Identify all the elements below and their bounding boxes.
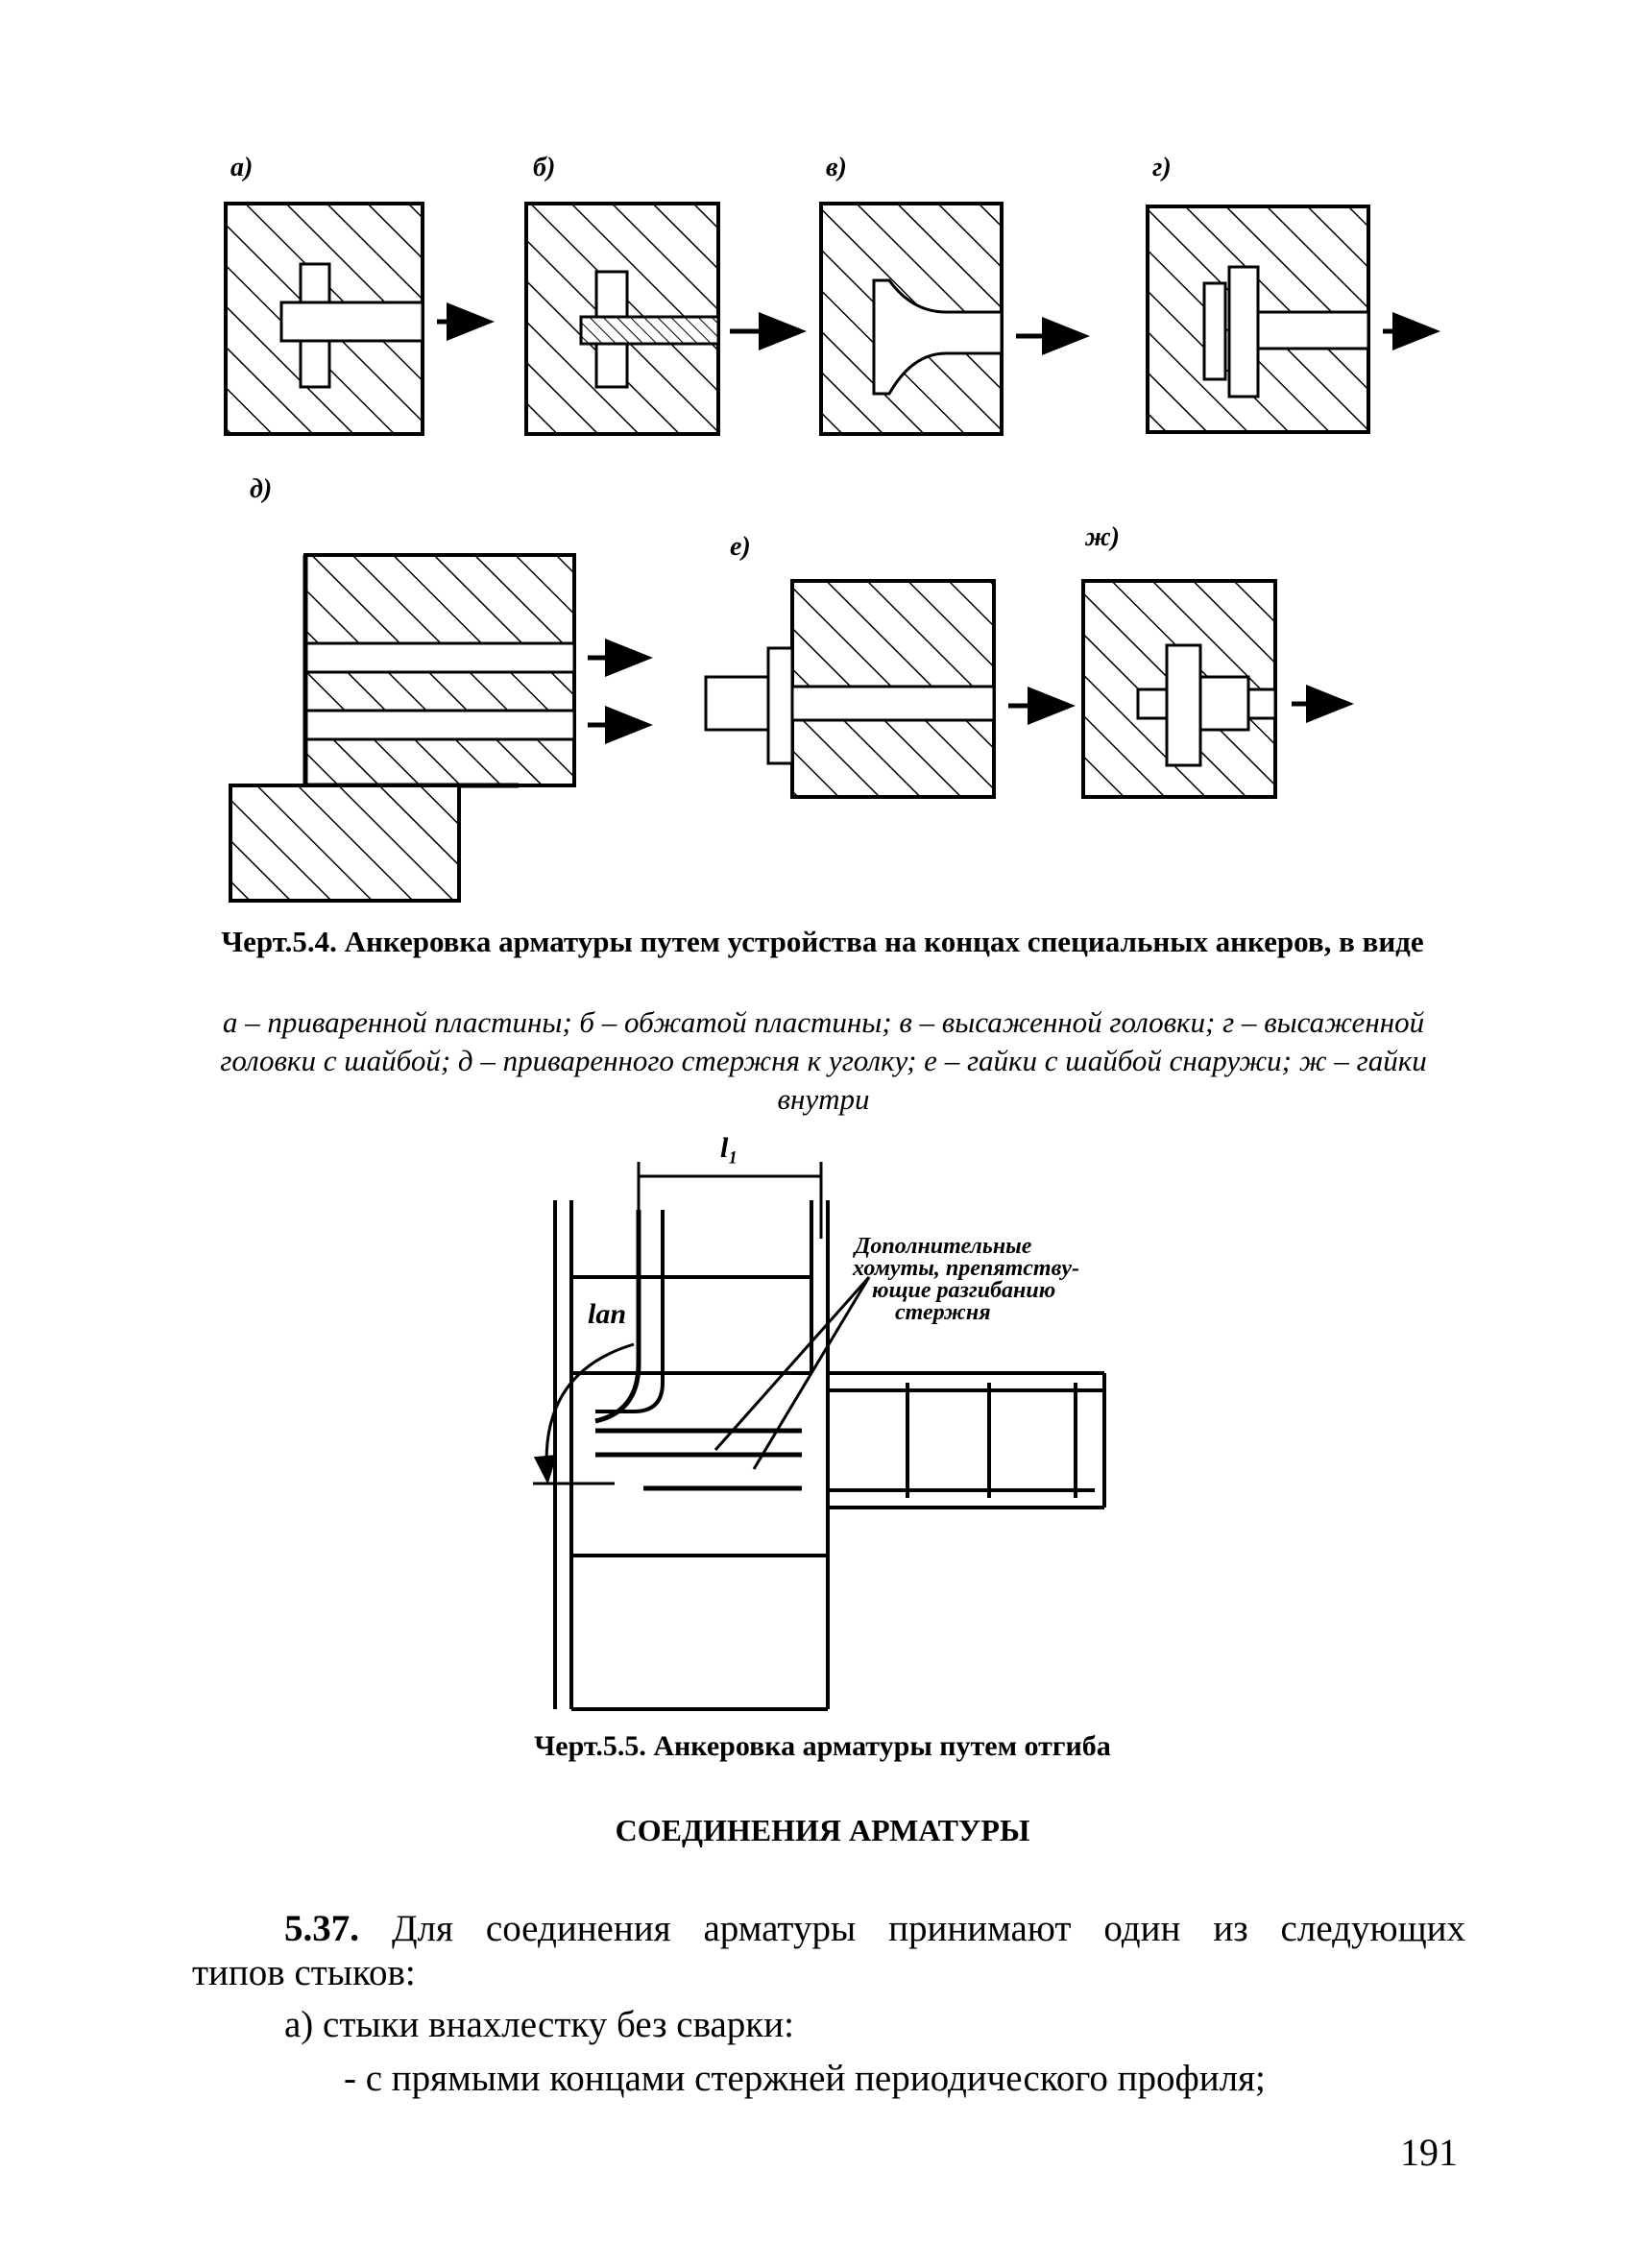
panel-label: б) (533, 153, 555, 182)
beam-rebars (595, 1428, 802, 1491)
rebar (1256, 310, 1370, 350)
caption-5-4-legend: а – приваренной пластины; б – обжатой пл… (220, 1005, 1427, 1116)
washer (1165, 643, 1202, 767)
rebar (579, 315, 720, 346)
upset-head (1202, 281, 1227, 381)
svg-text:стержня: стержня (895, 1300, 991, 1325)
rebar-upper (303, 641, 576, 674)
panel-label: а) (230, 153, 253, 182)
panel-g: г) (1146, 153, 1440, 434)
panel-zh: ж) (1081, 522, 1354, 799)
rebar (279, 301, 424, 343)
panel-e: е) (704, 532, 1076, 799)
panel-v: в) (819, 153, 1090, 436)
washer (1227, 265, 1260, 398)
caption-5-5: Черт.5.5. Анкеровка арматуры путем отгиб… (534, 1730, 1111, 1762)
leader-lines (714, 1276, 871, 1470)
column-outline (553, 1200, 830, 1709)
paragraph-line-2: типов стыков: (192, 1952, 416, 1993)
dim-l1: l₁ (720, 1132, 738, 1164)
svg-text:ющие разгибанию: ющие разгибанию (872, 1278, 1055, 1303)
panel-label: г) (1152, 153, 1172, 182)
panel-label: ж) (1084, 522, 1120, 552)
section-heading: СОЕДИНЕНИЯ АРМАТУРЫ (615, 1813, 1030, 1847)
figure-5-4: а) б) в) г) д) (224, 153, 1440, 903)
beam (828, 1371, 1106, 1509)
list-item-a: а) стыки внахлестку без сварки: (284, 2004, 794, 2045)
stirrups (571, 1275, 828, 1711)
paragraph-line-1: 5.37. Для соединения арматуры принимают … (284, 1907, 1465, 1951)
panel-label: в) (826, 153, 847, 182)
paragraph-text: Для соединения арматуры принимают один и… (359, 1908, 1465, 1949)
nut (704, 675, 770, 732)
paragraph-number: 5.37. (284, 1908, 359, 1949)
panel-label: д) (250, 474, 272, 504)
panel-label: е) (730, 532, 751, 562)
bent-rebar (594, 1210, 641, 1424)
svg-text:хомуты, препятству-: хомуты, препятству- (852, 1256, 1079, 1281)
lan-arc (533, 1342, 635, 1484)
page-number: 191 (1400, 2131, 1458, 2174)
panel-a: а) (224, 153, 495, 436)
support-block (229, 784, 461, 903)
dimension-l1 (637, 1162, 823, 1239)
caption-5-4-title: Черт.5.4. Анкеровка арматуры путем устро… (221, 925, 1424, 958)
panel-b: б) (524, 153, 807, 436)
nut (1198, 675, 1250, 732)
list-subitem: - с прямыми концами стержней периодическ… (344, 2058, 1266, 2099)
panel-d: д) (229, 474, 653, 903)
bent-rebar-outer (595, 1210, 665, 1413)
washer (766, 646, 794, 765)
upset-head (872, 278, 1004, 396)
rebar-lower (303, 709, 576, 741)
note-additional-stirrups: Дополнительные хомуты, препятству- ющие … (852, 1234, 1079, 1325)
dim-lan: lan (588, 1298, 626, 1330)
svg-text:Дополнительные: Дополнительные (853, 1234, 1032, 1259)
